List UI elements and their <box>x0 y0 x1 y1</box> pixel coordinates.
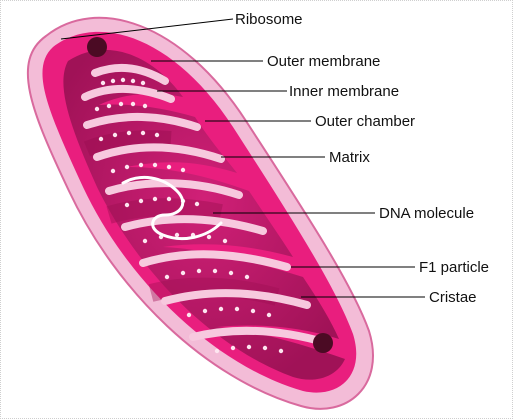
ribosome-bottom <box>313 333 333 353</box>
label-outer-chamber: Outer chamber <box>315 113 415 130</box>
ribosome-top <box>87 37 107 57</box>
label-outer-membrane: Outer membrane <box>267 53 380 70</box>
label-cristae: Cristae <box>429 289 477 306</box>
label-inner-membrane: Inner membrane <box>289 83 399 100</box>
label-matrix: Matrix <box>329 149 370 166</box>
label-dna-molecule: DNA molecule <box>379 205 474 222</box>
label-f1-particle: F1 particle <box>419 259 489 276</box>
label-ribosome: Ribosome <box>235 11 303 28</box>
